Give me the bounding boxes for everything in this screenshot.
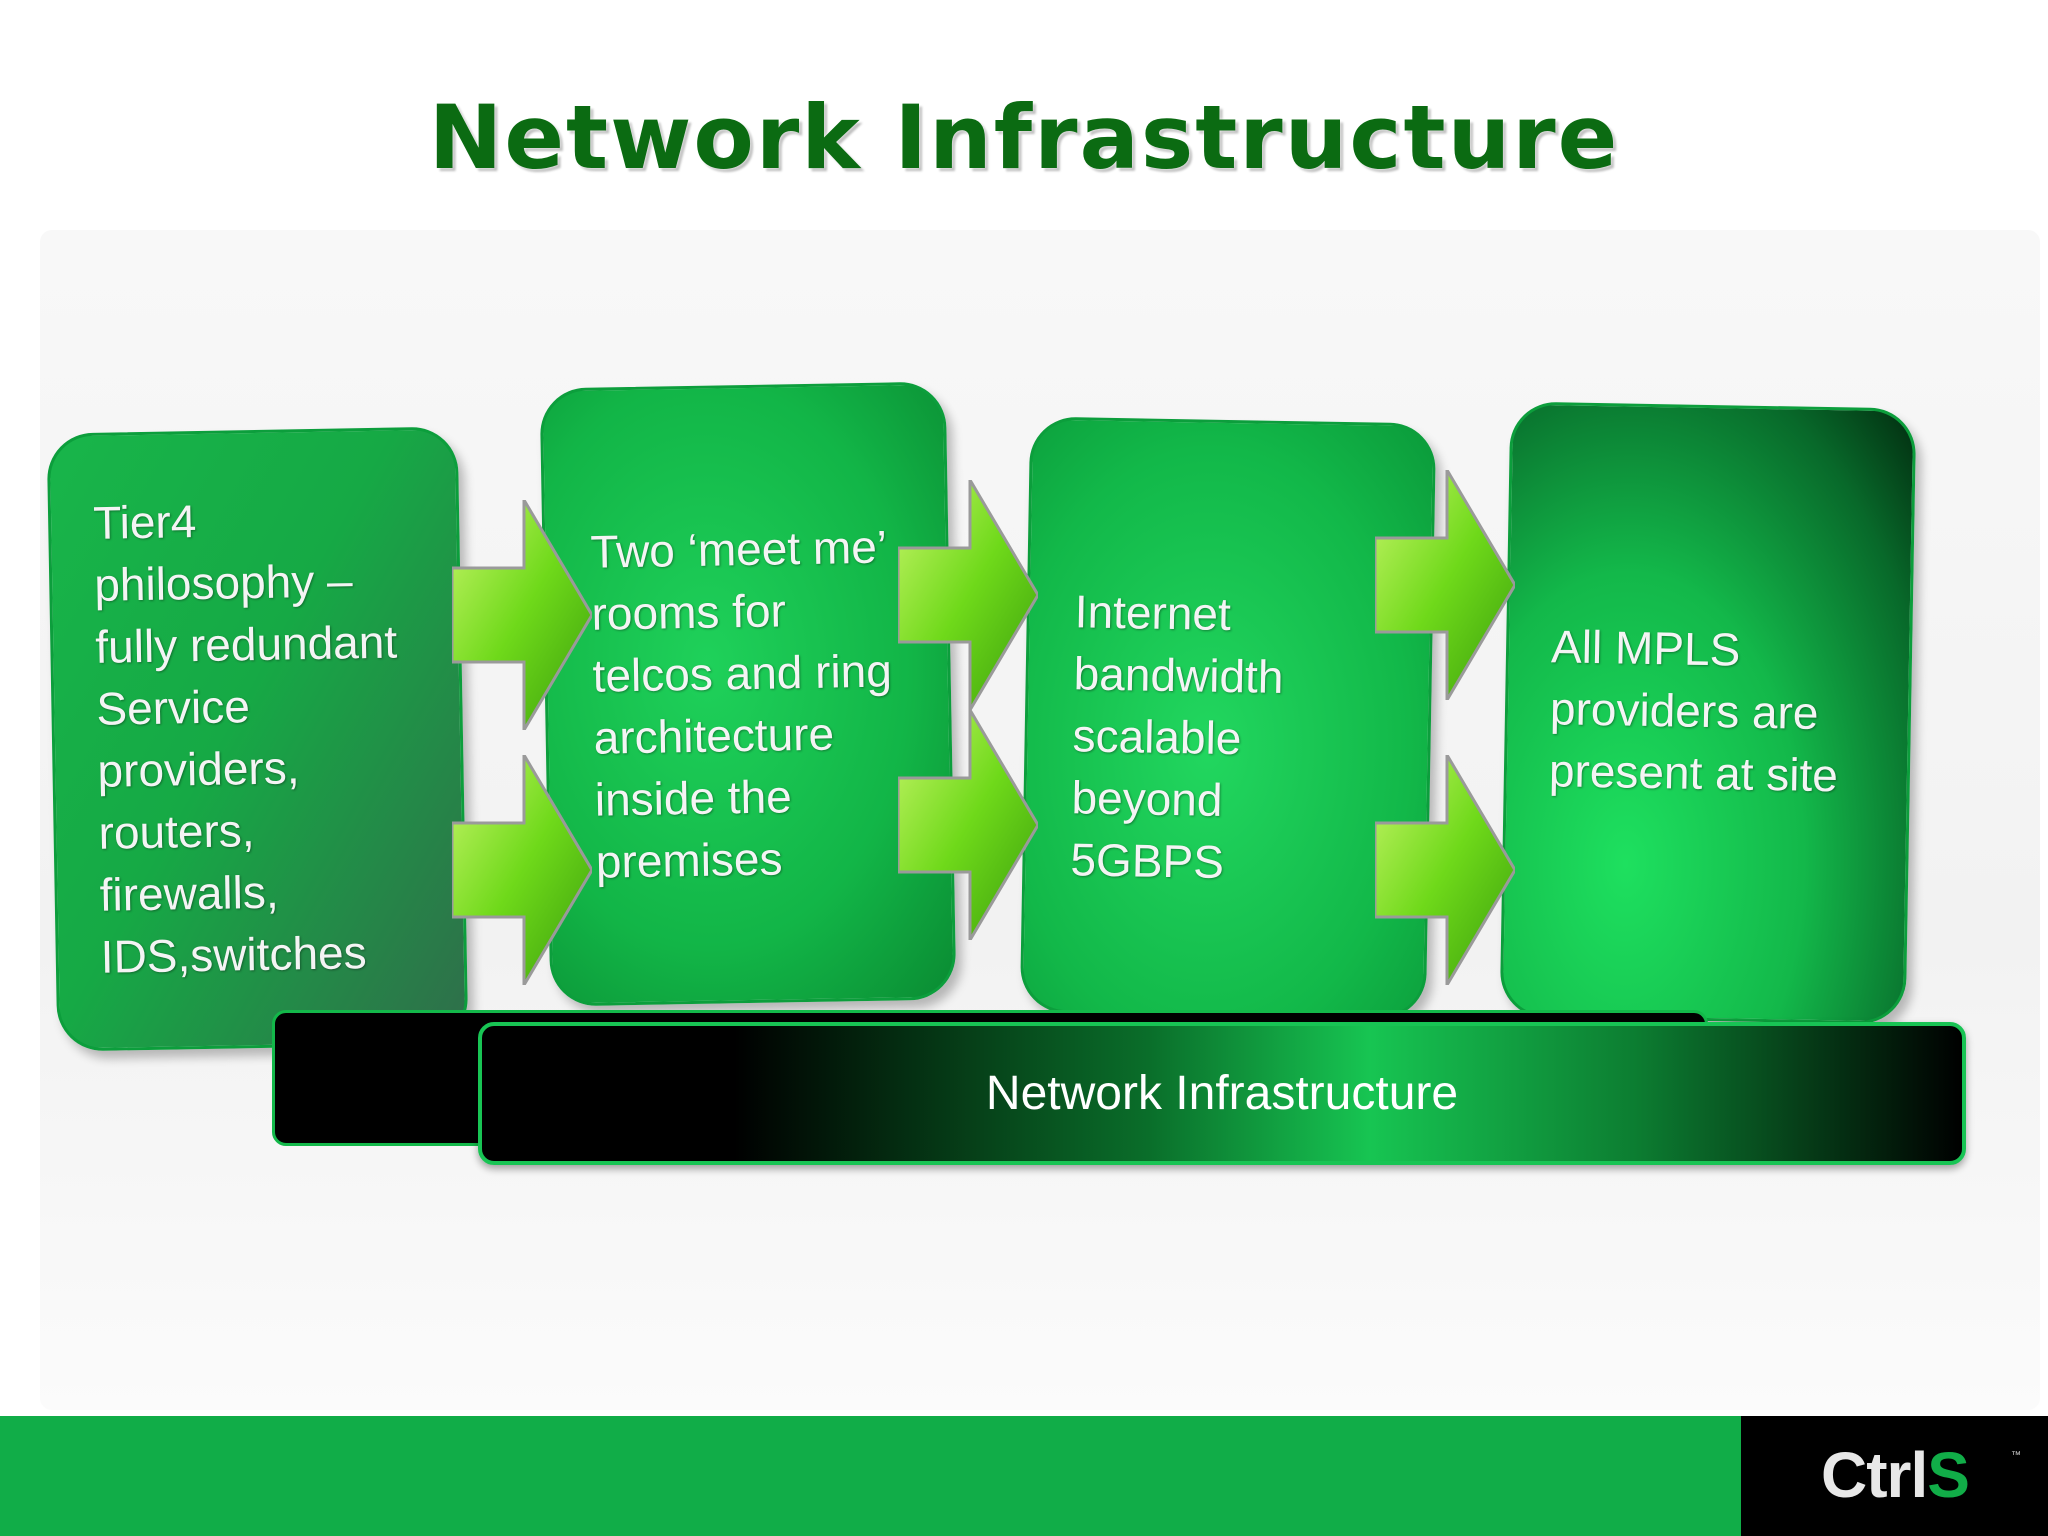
box-line: Service — [95, 680, 251, 735]
right-arrow-icon — [452, 500, 592, 730]
right-arrow-icon — [898, 710, 1038, 940]
box-line: providers, — [97, 741, 300, 797]
box-line: present at site — [1548, 744, 1839, 802]
box-line: bandwidth — [1073, 647, 1284, 703]
box-line: 5GBPS — [1070, 833, 1225, 888]
logo-text: CtrlS — [1821, 1438, 1970, 1512]
box-line: philosophy – — [93, 554, 354, 611]
box-text: All MPLS providers are present at site — [1548, 615, 1891, 807]
box-line: providers are — [1549, 682, 1819, 739]
box-line: routers, — [98, 804, 255, 859]
box-internet-bandwidth: Internet bandwidth scalable beyond 5GBPS — [1019, 416, 1437, 1020]
box-meet-me-rooms: Two ‘meet me’ rooms for telcos and ring … — [539, 381, 957, 1007]
bar-label: Network Infrastructure — [985, 1067, 1459, 1120]
box-line: fully redundant — [94, 615, 398, 673]
box-text: Tier4 philosophy – fully redundant Servi… — [93, 486, 462, 988]
right-arrow-icon — [1375, 470, 1515, 700]
box-line: All MPLS — [1550, 620, 1741, 676]
box-line: IDS,switches — [100, 926, 368, 983]
right-arrow-icon — [898, 480, 1038, 710]
network-infrastructure-bar: Network Infrastructure — [478, 1022, 1966, 1165]
ctrls-logo: CtrlS ™ — [1741, 1416, 2048, 1536]
right-arrow-icon — [452, 755, 592, 985]
right-arrow-icon — [1375, 755, 1515, 985]
box-tier4-philosophy: Tier4 philosophy – fully redundant Servi… — [46, 426, 469, 1052]
box-line: Two ‘meet me’ — [590, 520, 888, 578]
box-line: Internet — [1074, 585, 1232, 641]
slide-title: Network Infrastructure — [428, 86, 1620, 189]
box-text: Internet bandwidth scalable beyond 5GBPS — [1070, 580, 1415, 896]
logo-prefix: Ctrl — [1821, 1439, 1928, 1511]
box-line: firewalls, — [99, 865, 280, 921]
box-mpls-providers: All MPLS providers are present at site — [1499, 401, 1917, 1025]
trademark-mark: ™ — [2011, 1450, 2021, 1461]
footer-band: CtrlS ™ — [0, 1416, 2048, 1536]
box-line: scalable — [1072, 709, 1242, 765]
box-line: Tier4 — [92, 495, 197, 549]
box-line: beyond — [1071, 771, 1223, 826]
logo-suffix: S — [1927, 1439, 1970, 1511]
